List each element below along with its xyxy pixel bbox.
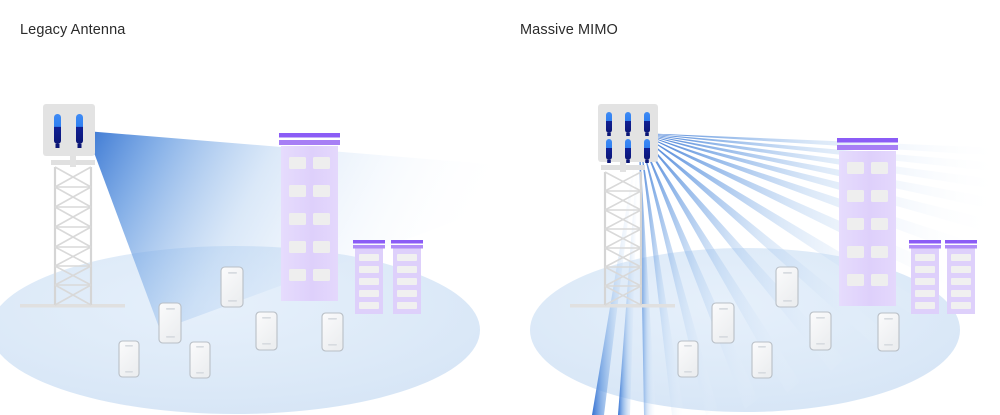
antenna-panel-legacy [43,104,95,156]
antenna-element [76,114,83,148]
scene-massive-mimo [500,0,1000,415]
phone [809,311,832,351]
beam-ray [639,133,656,415]
devices-mimo [677,266,900,379]
antenna-element [606,139,612,163]
beam-ray [639,133,992,232]
antenna-element [644,112,650,136]
beam-ray [639,133,800,393]
antenna-tower-legacy [20,155,125,308]
beam-ray [639,133,844,371]
building-mid-left-legacy [353,240,385,314]
building-tall-legacy [279,133,340,301]
phone [775,266,799,308]
phone [118,340,140,378]
antenna-element [644,139,650,163]
antenna-element [606,112,612,136]
antenna-element [625,139,631,163]
antenna-tower-mimo [570,160,675,308]
antenna-panel-mimo [598,104,658,163]
phone [711,302,735,344]
antenna-element [54,114,61,148]
building-mid-right-legacy [391,240,423,314]
beam-ray [639,133,1000,190]
phone [158,302,182,344]
building-windows [289,157,330,281]
beam-ray [639,133,1000,172]
phone [751,341,773,379]
antenna-element [625,112,631,136]
building-tall-mimo [837,138,898,306]
panel-title-legacy: Legacy Antenna [20,22,126,38]
phone [321,312,344,352]
building-mid-left-mimo [909,240,941,314]
panel-legacy-antenna: Legacy Antenna [0,22,500,414]
phone [677,340,699,378]
scene-legacy [0,104,500,414]
panel-massive-mimo: Massive MIMO [500,0,1000,415]
phone [877,312,900,352]
beam-ray [639,133,886,345]
phone [189,341,211,379]
beam-ray [639,133,684,415]
phone [255,311,278,351]
devices-legacy [118,266,344,379]
beam-ray [639,133,998,210]
building-mid-right-mimo [945,240,977,314]
phone [220,266,244,308]
panel-title-massive-mimo: Massive MIMO [520,22,618,38]
beam-ray [639,133,1000,156]
